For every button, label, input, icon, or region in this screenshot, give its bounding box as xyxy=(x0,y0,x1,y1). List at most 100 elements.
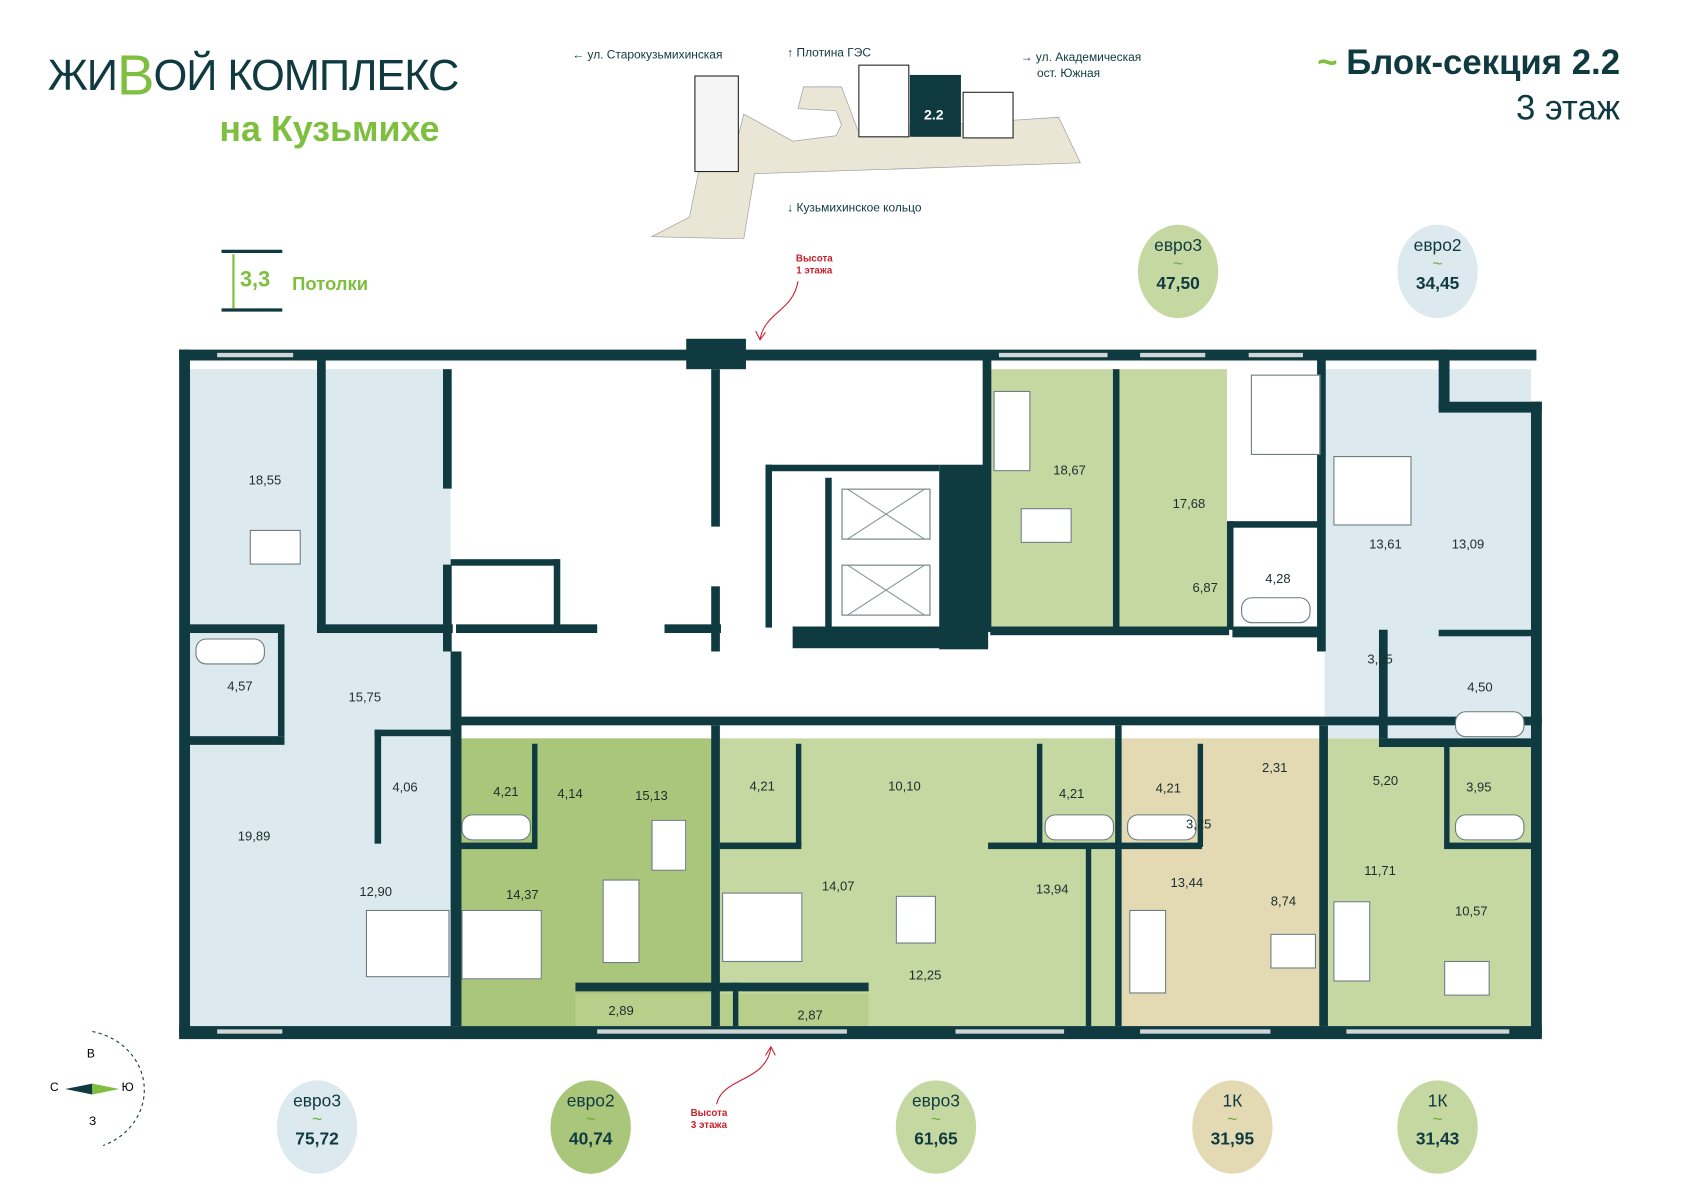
compass-arc-icon xyxy=(65,1030,145,1147)
bathtub-icon xyxy=(1454,814,1525,841)
street-right: → ул. Академическая xyxy=(1020,51,1142,65)
room-area: 13,61 xyxy=(1369,536,1402,552)
tilde-icon: ~ xyxy=(311,1110,323,1130)
logo-text: ОЙ КОМПЛЕКС xyxy=(153,52,460,100)
tilde-icon: ~ xyxy=(930,1110,942,1130)
site-map-drawing xyxy=(651,64,1081,239)
bathtub-icon xyxy=(1127,814,1197,841)
room-area: 13,44 xyxy=(1170,875,1204,891)
tilde-icon: ~ xyxy=(1432,255,1443,274)
table-icon xyxy=(1444,960,1490,996)
site-map: ← ул. Старокузьмихинская ↑ Плотина ГЭС →… xyxy=(572,43,1141,239)
elevator-icon xyxy=(841,488,931,540)
compass: В С Ю З xyxy=(43,1026,152,1156)
bus-stop: ост. Южная xyxy=(1036,67,1101,81)
ceiling-value: 3,3 xyxy=(239,268,271,293)
street-top: ↑ Плотина ГЭС xyxy=(787,46,871,60)
apartment-badge[interactable]: евро3~47,50 xyxy=(1137,224,1219,319)
room-area: 10,10 xyxy=(888,778,921,794)
room-area: 4,06 xyxy=(392,779,418,795)
tilde-icon: ~ xyxy=(1173,255,1184,274)
bathtub-icon xyxy=(1044,814,1115,841)
apartment-area: 31,95 xyxy=(1210,1130,1255,1149)
table-icon xyxy=(1020,508,1072,543)
room-area: 4,21 xyxy=(1059,786,1085,802)
room-area: 2,89 xyxy=(608,1003,634,1019)
table-icon xyxy=(1270,933,1316,969)
apartment-area: 34,45 xyxy=(1415,274,1460,294)
room-area: 4,21 xyxy=(493,783,519,800)
room-area: 2,31 xyxy=(1262,760,1288,776)
ceiling-height: 3,3 Потолки xyxy=(221,249,396,313)
height-arrow-icon xyxy=(232,254,235,309)
room-area: 4,21 xyxy=(749,778,775,794)
apartment-type: евро2 xyxy=(566,1092,615,1111)
apartment-type: евро3 xyxy=(293,1092,341,1111)
compass-west: З xyxy=(89,1115,97,1129)
table-icon xyxy=(895,895,936,944)
arrow-icon xyxy=(716,1045,776,1105)
apartment-badge[interactable]: евро3~61,65 xyxy=(895,1080,977,1174)
compass-east: В xyxy=(86,1047,95,1061)
apartment-type: евро2 xyxy=(1413,236,1462,256)
apartment-type: 1К xyxy=(1222,1092,1243,1111)
apartment-badge[interactable]: 1К~31,43 xyxy=(1397,1080,1478,1174)
room-area: 12,90 xyxy=(359,883,392,900)
room-area: 3,25 xyxy=(1186,816,1212,832)
room-area: 15,75 xyxy=(348,689,382,705)
bathtub-icon xyxy=(195,638,265,665)
apartment-badge[interactable]: евро3~75,72 xyxy=(276,1080,358,1174)
apartment-evro3-61[interactable] xyxy=(718,738,1119,1027)
apartment-area: 40,74 xyxy=(568,1130,613,1149)
room-area: 4,57 xyxy=(227,678,253,694)
tilde-icon: ~ xyxy=(585,1110,596,1130)
street-left: ← ул. Старокузьмихинская xyxy=(572,48,723,62)
logo-subtitle: на Кузьмихе xyxy=(219,108,440,149)
compass-north: С xyxy=(49,1081,59,1095)
room-area: 19,89 xyxy=(237,828,271,844)
compass-south: Ю xyxy=(121,1081,134,1095)
sofa-icon xyxy=(1333,901,1371,982)
room-area: 18,55 xyxy=(248,472,282,488)
bed-icon xyxy=(1333,456,1412,526)
room-area: 5,20 xyxy=(1372,773,1399,789)
room-area: 4,50 xyxy=(1467,679,1493,695)
room-area: 14,07 xyxy=(821,878,855,894)
room-area: 4,21 xyxy=(1155,780,1182,796)
apartment-area: 47,50 xyxy=(1156,274,1200,294)
floor-title: 3 этаж xyxy=(1515,87,1621,128)
bathtub-icon xyxy=(1241,597,1311,624)
room-area: 11,71 xyxy=(1364,863,1396,879)
logo: ЖИВОЙ КОМПЛЕКС xyxy=(47,48,460,104)
apartment-badge[interactable]: евро2~34,45 xyxy=(1397,224,1478,319)
sofa-icon xyxy=(602,879,640,964)
apartment-type: евро3 xyxy=(1154,236,1203,256)
apartment-area: 75,72 xyxy=(295,1130,339,1149)
logo-text: ЖИ xyxy=(47,52,118,100)
selected-block-label: 2.2 xyxy=(924,106,944,123)
apartment-area: 61,65 xyxy=(914,1130,958,1149)
apartment-1k-31-43[interactable] xyxy=(1326,738,1531,1027)
room-area: 4,28 xyxy=(1265,571,1291,587)
tilde-icon: ~ xyxy=(1227,1110,1238,1130)
bathtub-icon xyxy=(461,814,531,841)
apartment-badge[interactable]: 1К~31,95 xyxy=(1192,1080,1273,1174)
apartment-evro2-34[interactable] xyxy=(1324,369,1531,739)
sofa-icon xyxy=(993,390,1031,472)
room-area: 2,87 xyxy=(797,1007,823,1023)
apartment-badge[interactable]: евро2~40,74 xyxy=(550,1080,631,1174)
room-area: 8,74 xyxy=(1270,893,1297,909)
apartment-type: 1К xyxy=(1427,1092,1448,1111)
room-area: 3,95 xyxy=(1466,779,1492,795)
tilde-icon: ~ xyxy=(1317,42,1338,82)
street-bottom: ↓ Кузьмихинское кольцо xyxy=(787,201,922,215)
section-label: Блок-секция 2.2 xyxy=(1346,42,1621,82)
logo-text-accent: В xyxy=(116,44,155,108)
table-icon xyxy=(249,529,301,565)
room-area: 3,25 xyxy=(1367,651,1393,667)
apartment-type: евро3 xyxy=(912,1092,960,1111)
room-area: 6,87 xyxy=(1192,579,1218,596)
elevator-icon xyxy=(841,564,931,616)
